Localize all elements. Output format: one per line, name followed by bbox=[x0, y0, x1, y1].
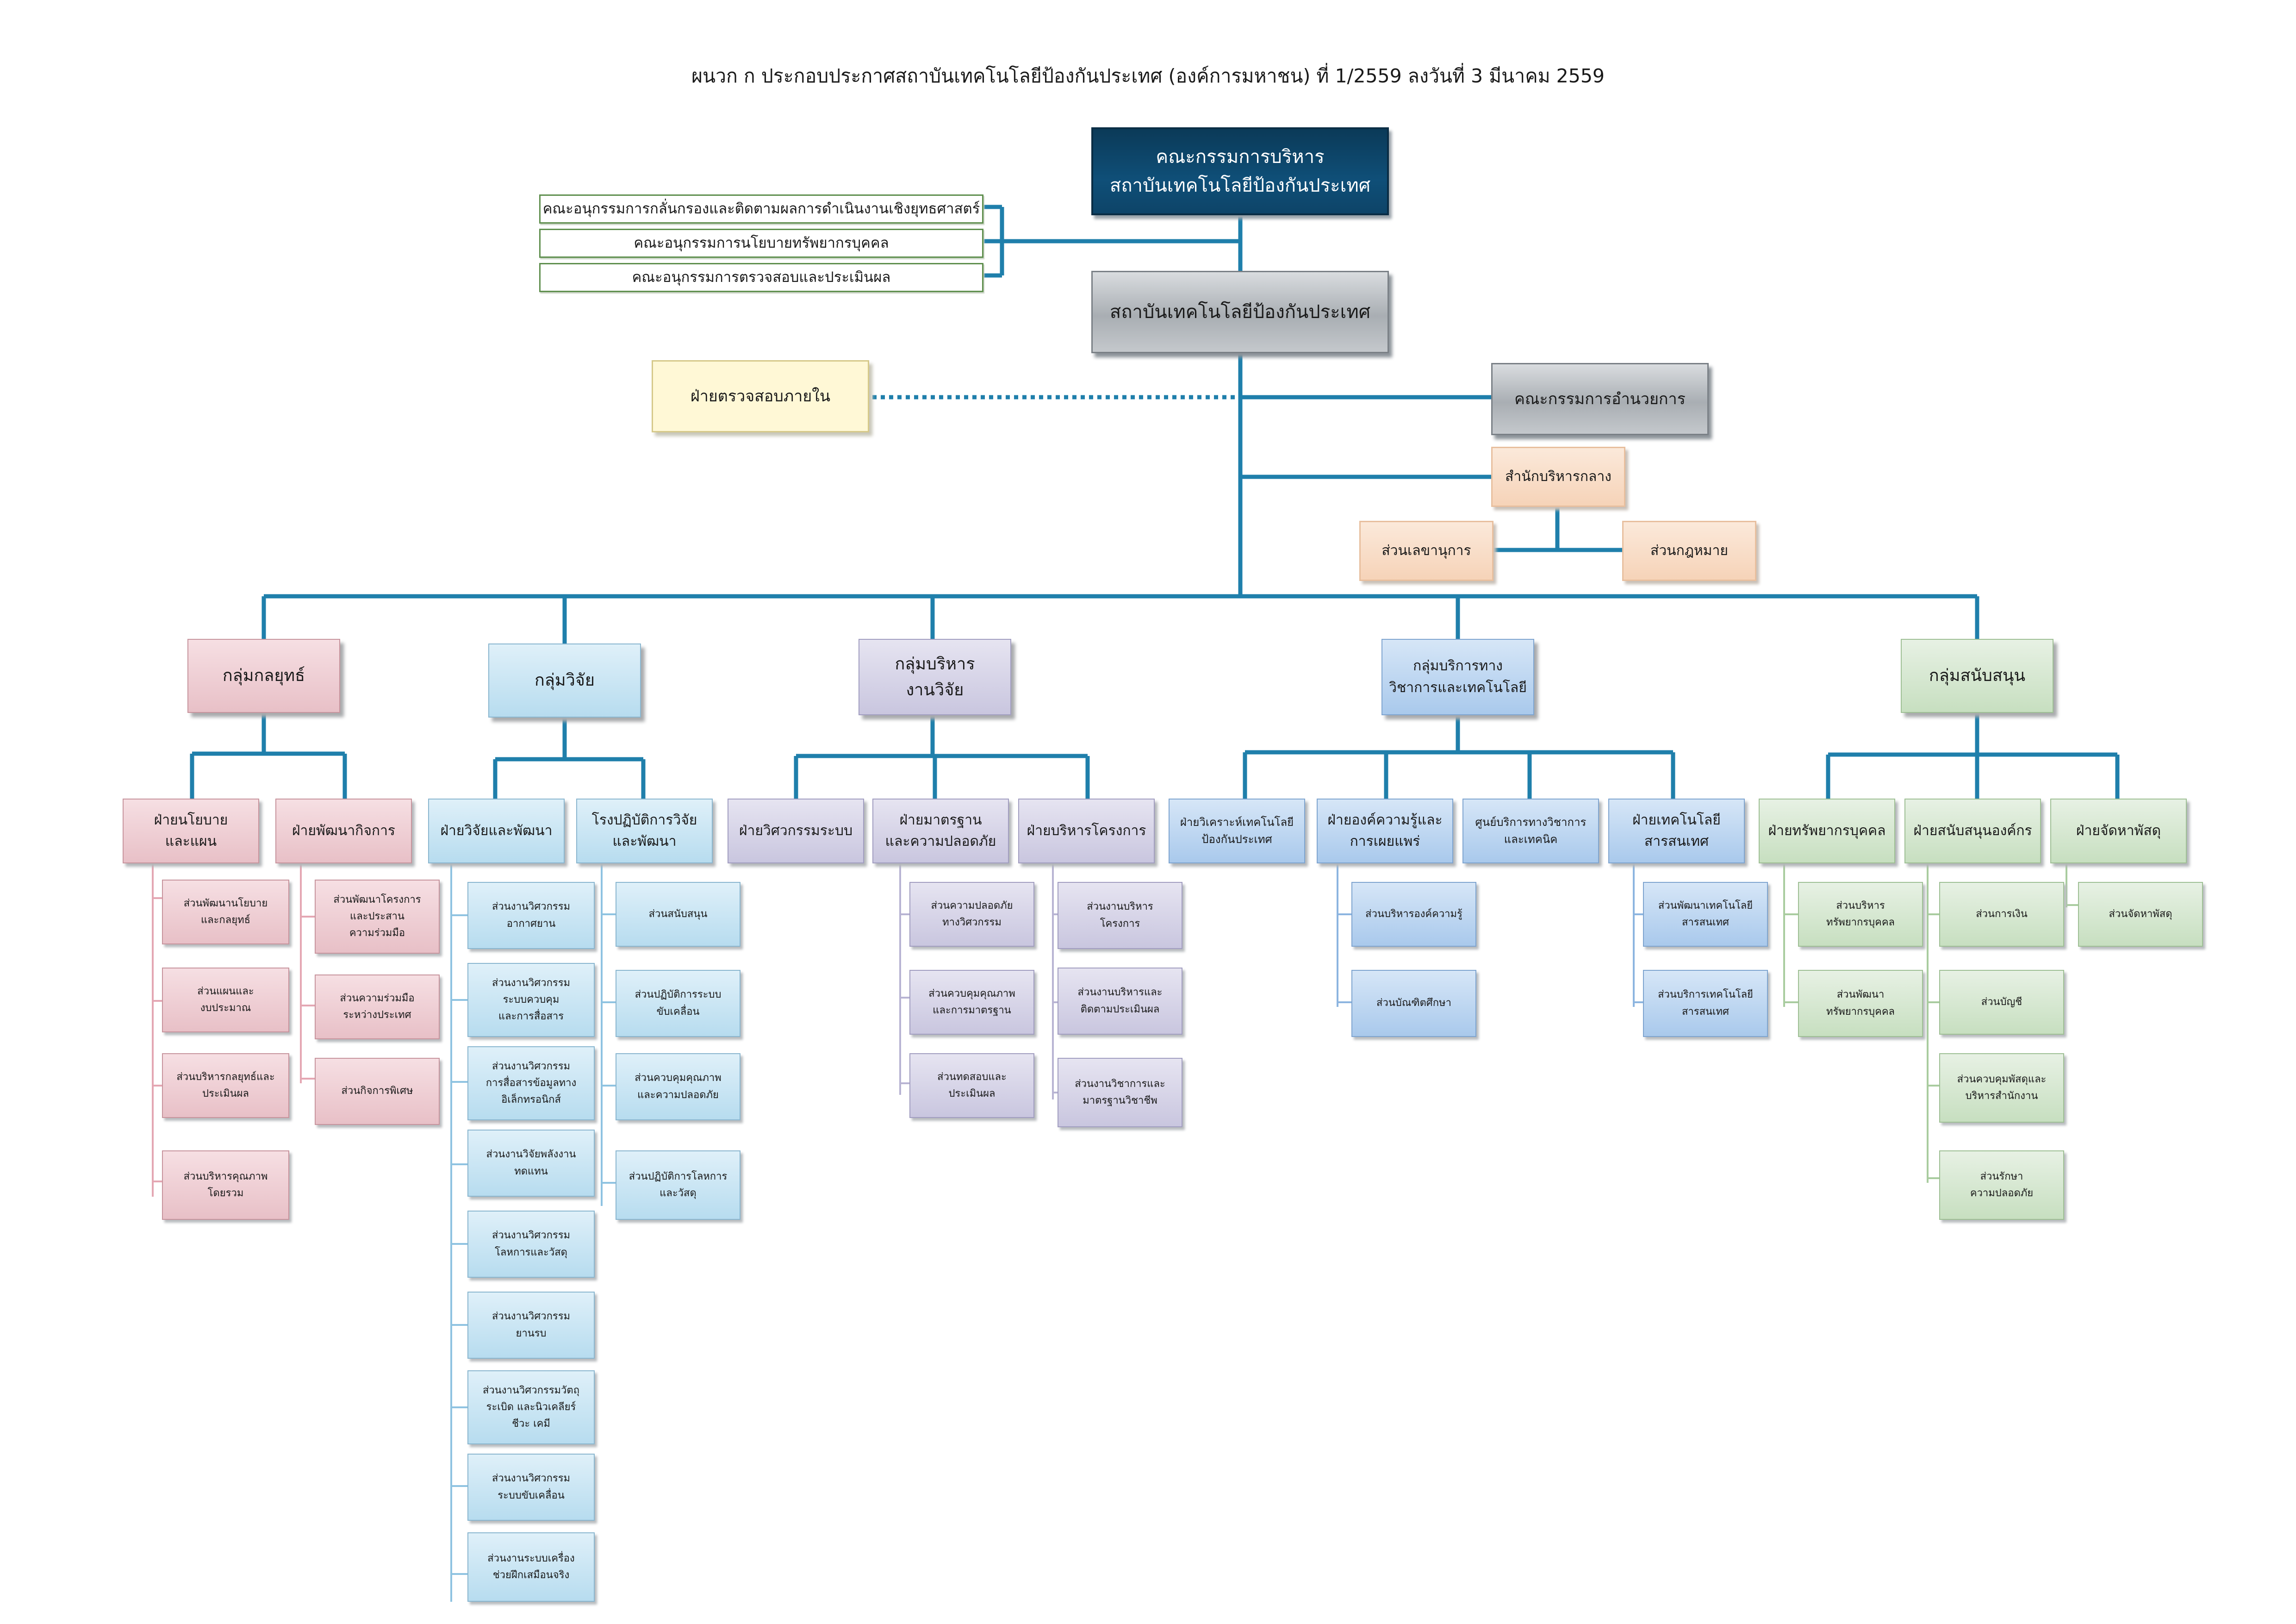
executive-board-box: คณะกรรมการบริหาร สถาบันเทคโนโลยีป้องกันป… bbox=[1091, 127, 1389, 215]
section-plan-budget: ส่วนแผนและ งบประมาณ bbox=[162, 968, 289, 1032]
division-organization-support: ฝ่ายสนับสนุนองค์กร bbox=[1904, 799, 2041, 863]
group-support: กลุ่มสนับสนุน bbox=[1901, 639, 2053, 713]
section-professional-standards: ส่วนงานวิชาการและ มาตรฐานวิชาชีพ bbox=[1058, 1058, 1182, 1127]
group-research: กลุ่มวิจัย bbox=[488, 643, 641, 718]
division-research-workshop: โรงปฏิบัติการวิจัย และพัฒนา bbox=[576, 799, 713, 863]
section-finance: ส่วนการเงิน bbox=[1939, 882, 2064, 947]
section-project-administration: ส่วนงานบริหาร โครงการ bbox=[1058, 882, 1182, 949]
section-procurement: ส่วนจัดหาพัสดุ bbox=[2078, 882, 2203, 947]
section-quality-standards: ส่วนควบคุมคุณภาพ และการมาตรฐาน bbox=[909, 970, 1034, 1035]
section-monitoring-evaluation: ส่วนงานบริหารและ ติดตามประเมินผล bbox=[1058, 968, 1182, 1035]
section-simulator: ส่วนงานระบบเครื่อง ช่วยฝึกเสมือนจริง bbox=[467, 1532, 595, 1602]
section-engineering-safety: ส่วนความปลอดภัย ทางวิศวกรรม bbox=[909, 882, 1034, 947]
section-project-cooperation: ส่วนพัฒนาโครงการ และประสาน ความร่วมมือ bbox=[315, 880, 440, 954]
division-technology-analysis: ฝ่ายวิเคราะห์เทคโนโลยี ป้องกันประเทศ bbox=[1169, 799, 1305, 863]
division-human-resources: ฝ่ายทรัพยากรบุคคล bbox=[1759, 799, 1895, 863]
section-electronic-data: ส่วนงานวิศวกรรม การสื่อสารข้อมูลทาง อิเล… bbox=[467, 1046, 595, 1120]
section-international-cooperation: ส่วนความร่วมมือ ระหว่างประเทศ bbox=[315, 974, 440, 1039]
section-hr-administration: ส่วนบริหาร ทรัพยากรบุคคล bbox=[1798, 882, 1923, 947]
section-it-services: ส่วนบริการเทคโนโลยี สารสนเทศ bbox=[1643, 970, 1768, 1037]
section-combat-vehicle: ส่วนงานวิศวกรรม ยานรบ bbox=[467, 1292, 595, 1359]
division-systems-engineering: ฝ่ายวิศวกรรมระบบ bbox=[728, 799, 864, 863]
group-strategy: กลุ่มกลยุทธ์ bbox=[187, 639, 340, 713]
section-special-affairs: ส่วนกิจการพิเศษ bbox=[315, 1058, 440, 1125]
section-propulsion: ส่วนงานวิศวกรรม ระบบขับเคลื่อน bbox=[467, 1454, 595, 1521]
group-research-management: กลุ่มบริหาร งานวิจัย bbox=[859, 639, 1011, 715]
section-knowledge-management: ส่วนบริหารองค์ความรู้ bbox=[1351, 882, 1476, 947]
subcommittee-audit-box: คณะอนุกรรมการตรวจสอบและประเมินผล bbox=[539, 263, 983, 292]
division-information-technology: ฝ่ายเทคโนโลยี สารสนเทศ bbox=[1608, 799, 1745, 863]
section-quality-safety: ส่วนควบคุมคุณภาพ และความปลอดภัย bbox=[616, 1053, 740, 1120]
document-title: ผนวก ก ประกอบประกาศสถาบันเทคโนโลยีป้องกั… bbox=[691, 65, 1605, 87]
central-office-box: สำนักบริหารกลาง bbox=[1491, 447, 1625, 507]
division-procurement: ฝ่ายจัดหาพัสดุ bbox=[2050, 799, 2187, 863]
division-project-management: ฝ่ายบริหารโครงการ bbox=[1018, 799, 1155, 863]
section-control-communication: ส่วนงานวิศวกรรม ระบบควบคุม และการสื่อสาร bbox=[467, 963, 595, 1037]
division-technical-service-center: ศูนย์บริการทางวิชาการ และเทคนิค bbox=[1462, 799, 1599, 863]
legal-box: ส่วนกฎหมาย bbox=[1622, 521, 1756, 581]
section-security: ส่วนรักษา ความปลอดภัย bbox=[1939, 1150, 2064, 1220]
division-knowledge-dissemination: ฝ่ายองค์ความรู้และ การเผยแพร่ bbox=[1317, 799, 1453, 863]
section-supplies-office: ส่วนควบคุมพัสดุและ บริหารสำนักงาน bbox=[1939, 1053, 2064, 1123]
section-accounting: ส่วนบัญชี bbox=[1939, 970, 2064, 1035]
section-quality-management: ส่วนบริหารคุณภาพ โดยรวม bbox=[162, 1150, 289, 1220]
group-technical-services: กลุ่มบริการทาง วิชาการและเทคโนโลยี bbox=[1381, 639, 1534, 715]
division-standards-safety: ฝ่ายมาตรฐาน และความปลอดภัย bbox=[872, 799, 1009, 863]
section-explosives-cbrn: ส่วนงานวิศวกรรมวัตถุ ระเบิด และนิวเคลียร… bbox=[467, 1370, 595, 1444]
directing-committee-box: คณะกรรมการอำนวยการ bbox=[1491, 363, 1709, 435]
section-hr-development: ส่วนพัฒนา ทรัพยากรบุคคล bbox=[1798, 970, 1923, 1037]
section-propulsion-operations: ส่วนปฏิบัติการระบบ ขับเคลื่อน bbox=[616, 970, 740, 1037]
section-it-development: ส่วนพัฒนาเทคโนโลยี สารสนเทศ bbox=[1643, 882, 1768, 947]
section-renewable-energy: ส่วนงานวิจัยพลังงาน ทดแทน bbox=[467, 1130, 595, 1197]
subcommittee-hr-box: คณะอนุกรรมการนโยบายทรัพยากรบุคคล bbox=[539, 229, 983, 258]
secretariat-box: ส่วนเลขานุการ bbox=[1359, 521, 1493, 581]
section-metallurgy-operations: ส่วนปฏิบัติการโลหการ และวัสดุ bbox=[616, 1150, 740, 1220]
division-business-development: ฝ่ายพัฒนากิจการ bbox=[275, 799, 412, 863]
division-research-development: ฝ่ายวิจัยและพัฒนา bbox=[428, 799, 565, 863]
section-testing-evaluation: ส่วนทดสอบและ ประเมินผล bbox=[909, 1053, 1034, 1118]
section-support: ส่วนสนับสนุน bbox=[616, 882, 740, 947]
subcommittee-strategy-box: คณะอนุกรรมการกลั่นกรองและติดตามผลการดำเน… bbox=[539, 194, 983, 224]
internal-audit-box: ฝ่ายตรวจสอบภายใน bbox=[652, 360, 869, 432]
section-aircraft-engineering: ส่วนงานวิศวกรรม อากาศยาน bbox=[467, 882, 595, 949]
section-strategy-evaluation: ส่วนบริหารกลยุทธ์และ ประเมินผล bbox=[162, 1053, 289, 1118]
section-graduate-studies: ส่วนบัณฑิตศึกษา bbox=[1351, 970, 1476, 1037]
section-policy-strategy-dev: ส่วนพัฒนานโยบาย และกลยุทธ์ bbox=[162, 880, 289, 944]
division-policy-planning: ฝ่ายนโยบาย และแผน bbox=[123, 799, 259, 863]
section-metallurgy-materials: ส่วนงานวิศวกรรม โลหการและวัสดุ bbox=[467, 1211, 595, 1278]
institute-box: สถาบันเทคโนโลยีป้องกันประเทศ bbox=[1091, 271, 1389, 353]
